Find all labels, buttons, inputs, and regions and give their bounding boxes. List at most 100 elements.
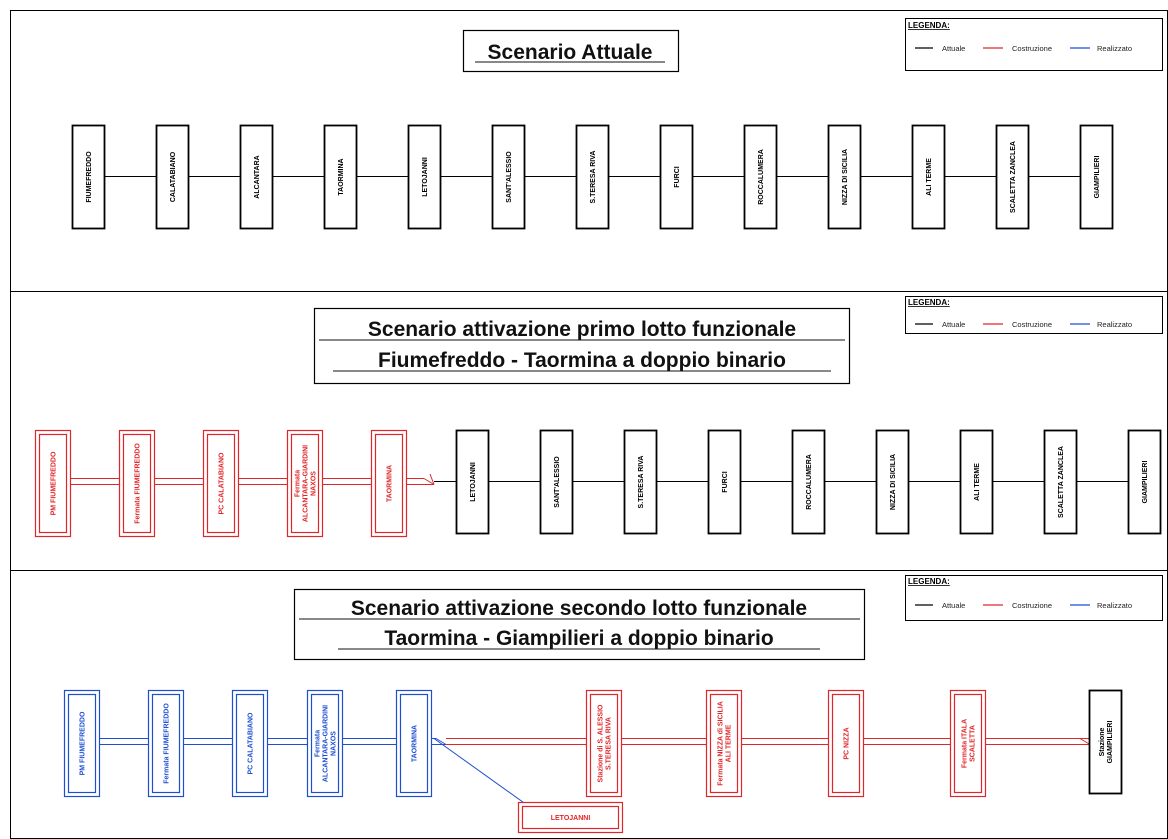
station-frame (707, 429, 742, 535)
station-label: LETOJANNI (422, 157, 429, 197)
station-frame (1088, 689, 1123, 795)
station-frame (791, 429, 826, 535)
station-roccalumera: ROCCALUMERA (791, 429, 826, 535)
scenario-panel-3: Scenario attivazione secondo lotto funzi… (63, 575, 1163, 834)
station-fermata-alcantara-giardini-naxos: Fermata ALCANTARA-GIARDINI NAXOS (286, 429, 324, 538)
legend-label-attuale: Attuale (942, 320, 965, 329)
station-frame-inner (151, 693, 181, 794)
station-frame (1043, 429, 1078, 535)
station-label: NIZZA DI SICILIA (842, 149, 849, 205)
station-label: SANT'ALESSIO (554, 456, 561, 508)
legend-frame (905, 18, 1163, 71)
station-letojanni-branch: LETOJANNI (517, 801, 624, 834)
station-santalessio: SANT'ALESSIO (491, 124, 526, 230)
station-label: PM FIUMEFREDDO (51, 451, 58, 515)
station-alcantara: ALCANTARA (239, 124, 274, 230)
legend-box: LEGENDA: Attuale Costruzione Realizzato (905, 575, 1163, 621)
scenario-2-stations: PM FIUMEFREDDO Fermata FIUMEFREDDO PC CA… (34, 429, 1162, 538)
station-frame-inner (310, 693, 340, 794)
station-label: GIAMPILIERI (1142, 461, 1149, 504)
station-fiumefreddo: FIUMEFREDDO (71, 124, 106, 230)
station-frame (995, 124, 1030, 230)
station-frame (1079, 124, 1114, 230)
station-santalessio: SANT'ALESSIO (539, 429, 574, 535)
station-steresa-riva: S.TERESA RIVA (575, 124, 610, 230)
station-nizza-di-sicilia: NIZZA DI SICILIA (875, 429, 910, 535)
station-frame-inner (709, 693, 739, 794)
station-label: GIAMPILIERI (1107, 721, 1114, 764)
station-label: Fermata FIUMEFREDDO (164, 703, 171, 784)
station-taormina: TAORMINA (323, 124, 358, 230)
station-frame-inner (206, 433, 236, 534)
station-label: ROCCALUMERA (806, 454, 813, 510)
legend-heading: LEGENDA: (908, 298, 950, 307)
station-frame (623, 429, 658, 535)
station-label: GIAMPILIERI (1094, 156, 1101, 199)
station-frame (911, 124, 946, 230)
station-label: SANT'ALESSIO (506, 151, 513, 203)
station-label: PC NIZZA (844, 727, 851, 759)
legend-frame (905, 296, 1163, 334)
station-label: ALCANTARA-GIARDINI (303, 445, 310, 522)
station-pc-nizza: PC NIZZA (827, 689, 865, 798)
station-letojanni: LETOJANNI (455, 429, 490, 535)
station-frame (455, 429, 490, 535)
station-label: NAXOS (331, 731, 338, 756)
scenario-1-title-box (462, 29, 680, 73)
station-frame-inner (374, 433, 404, 534)
station-frame-inner (122, 433, 152, 534)
station-label: SCALETTA ZANCLEA (1010, 141, 1017, 213)
station-giampilieri: GIAMPILIERI (1079, 124, 1114, 230)
station-label: Stazione di S. ALESSIO (598, 704, 605, 782)
station-label: PC CALATABIANO (219, 452, 226, 515)
station-scaletta-zanclea: SCALETTA ZANCLEA (1043, 429, 1078, 535)
station-frame-inner (953, 693, 983, 794)
station-label: LETOJANNI (551, 815, 591, 822)
station-label: FURCI (722, 471, 729, 492)
station-taormina: TAORMINA (370, 429, 408, 538)
legend-heading: LEGENDA: (908, 21, 950, 30)
legend-label-costruzione: Costruzione (1012, 320, 1052, 329)
station-pm-fiumefreddo: PM FIUMEFREDDO (63, 689, 101, 798)
scenario-panel-2: Scenario attivazione primo lotto funzion… (34, 296, 1163, 538)
station-fermata-itala-scaletta: Fermata ITALA SCALETTA (949, 689, 987, 798)
station-label: Fermata (315, 730, 322, 757)
scenario-2-title-line-1: Scenario attivazione primo lotto funzion… (368, 318, 796, 341)
scenario-1-title-line-1: Scenario Attuale (488, 41, 653, 64)
station-frame (827, 124, 862, 230)
station-furci: FURCI (659, 124, 694, 230)
station-frame-inner (235, 693, 265, 794)
station-letojanni: LETOJANNI (407, 124, 442, 230)
station-frame (959, 429, 994, 535)
legend-label-costruzione: Costruzione (1012, 44, 1052, 53)
station-frame (743, 124, 778, 230)
station-stazione-giampilieri: Stazione GIAMPILIERI (1088, 689, 1123, 795)
station-label: SCALETTA (970, 725, 977, 762)
station-label: S.TERESA RIVA (606, 717, 613, 770)
legend-label-realizzato: Realizzato (1097, 320, 1132, 329)
legend-heading: LEGENDA: (908, 577, 950, 586)
station-label: Fermata (295, 470, 302, 497)
station-frame-inner (399, 693, 429, 794)
scenario-1-stations: FIUMEFREDDO CALATABIANO ALCANTARA TAORMI… (71, 124, 1114, 230)
legend-label-realizzato: Realizzato (1097, 44, 1132, 53)
station-label: PM FIUMEFREDDO (80, 711, 87, 775)
station-frame (407, 124, 442, 230)
station-frame (575, 124, 610, 230)
station-label: SCALETTA ZANCLEA (1058, 446, 1065, 518)
station-steresa-riva: S.TERESA RIVA (623, 429, 658, 535)
station-scaletta-zanclea: SCALETTA ZANCLEA (995, 124, 1030, 230)
station-frame (1127, 429, 1162, 535)
legend-box: LEGENDA: Attuale Costruzione Realizzato (905, 18, 1163, 71)
station-frame-inner (67, 693, 97, 794)
station-label: ALCANTARA-GIARDINI (323, 705, 330, 782)
station-stazione-s-alessio-s-teresa-riva: Stazione di S. ALESSIO S.TERESA RIVA (585, 689, 623, 798)
station-label: S.TERESA RIVA (590, 151, 597, 204)
station-nizza-di-sicilia: NIZZA DI SICILIA (827, 124, 862, 230)
scenario-3-stations: PM FIUMEFREDDO Fermata FIUMEFREDDO PC CA… (63, 689, 1123, 834)
station-ali-terme: ALI TERME (911, 124, 946, 230)
station-label: TAORMINA (387, 465, 394, 502)
station-furci: FURCI (707, 429, 742, 535)
station-pc-calatabiano: PC CALATABIANO (202, 429, 240, 538)
